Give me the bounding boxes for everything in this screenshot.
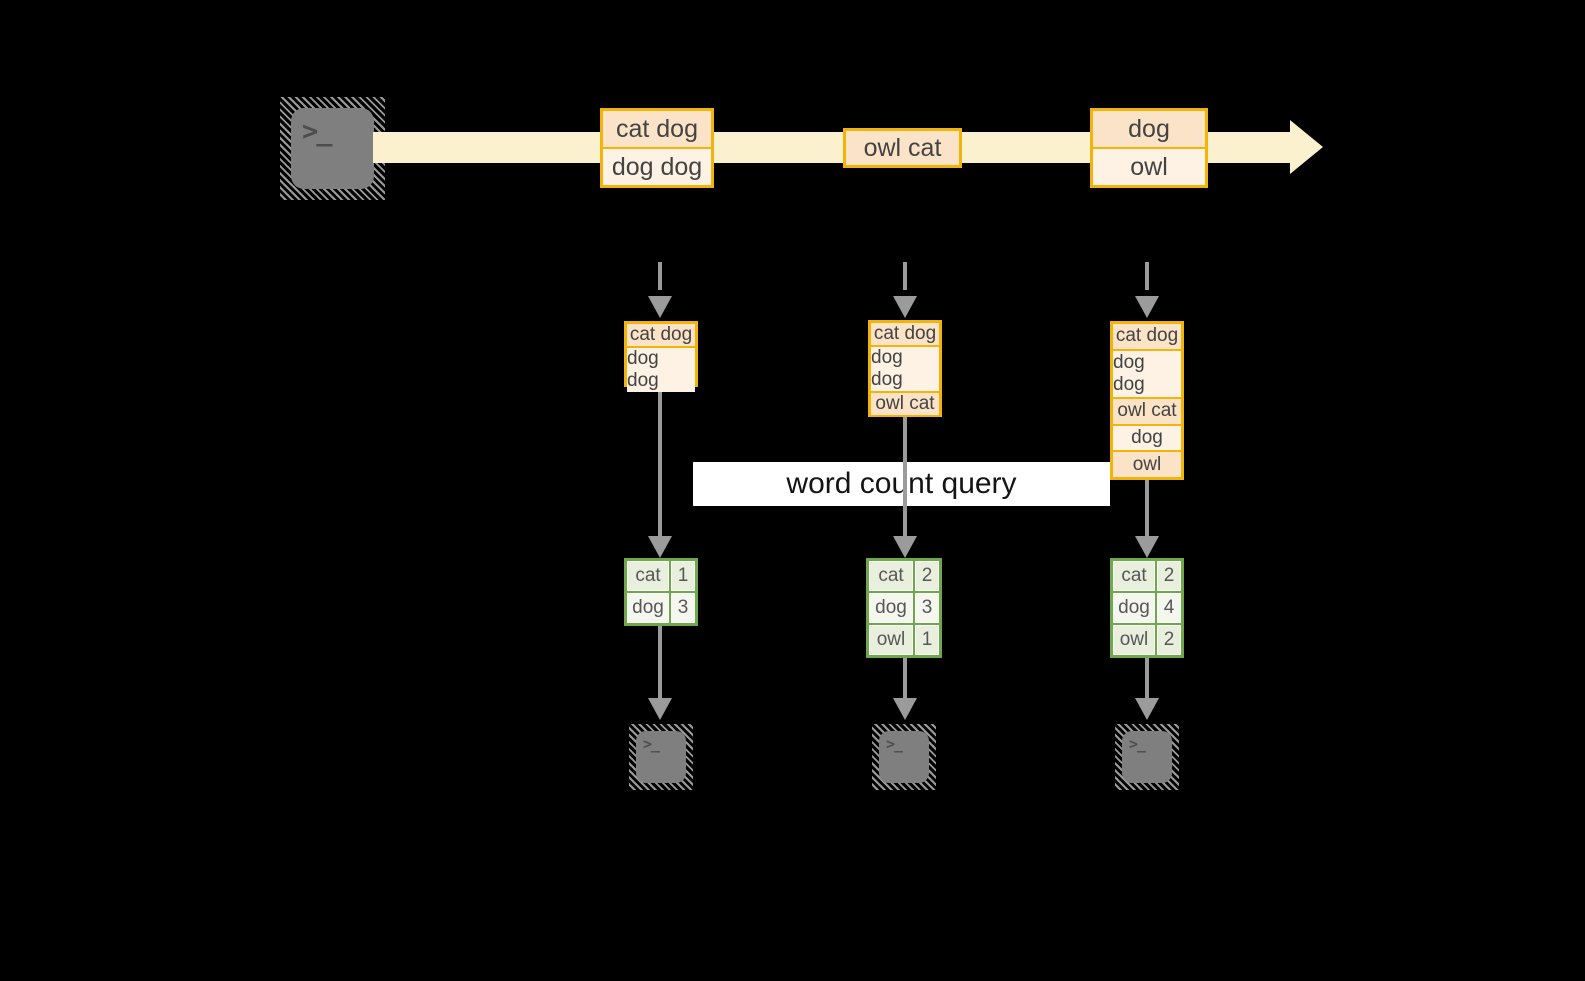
- input-state-3: cat dog dog dog owl cat dog owl: [1110, 321, 1184, 480]
- stream-record: owl: [1093, 149, 1205, 185]
- input-state-2: cat dog dog dog owl cat: [868, 320, 942, 417]
- terminal-prompt-glyph: >_: [886, 735, 903, 753]
- output-arrow-line-3: [1145, 658, 1149, 700]
- count-table-2: cat 2 dog 3 owl 1: [866, 558, 942, 658]
- terminal-prompt-glyph: >_: [1129, 735, 1146, 753]
- count-value: 3: [915, 593, 939, 623]
- count-word: dog: [1113, 593, 1155, 623]
- input-state-1: cat dog dog dog: [624, 321, 698, 392]
- count-value: 1: [671, 561, 695, 591]
- query-label: word count query: [693, 462, 1110, 506]
- state-record: dog dog: [627, 348, 695, 392]
- stream-record: owl cat: [846, 131, 959, 165]
- stream-arrowhead-icon: [1290, 120, 1323, 174]
- output-arrowhead-3-icon: [1135, 698, 1159, 720]
- count-value: 2: [1157, 625, 1181, 655]
- state-record: owl: [1113, 452, 1181, 477]
- count-word: dog: [869, 593, 913, 623]
- count-word: cat: [627, 561, 669, 591]
- trigger-dash-2: [903, 262, 907, 290]
- count-value: 1: [915, 625, 939, 655]
- output-arrowhead-2-icon: [893, 698, 917, 720]
- output-arrow-line-1: [658, 626, 662, 700]
- terminal-prompt-glyph: >_: [643, 735, 660, 753]
- trigger-dash-3: [1145, 262, 1149, 290]
- count-value: 2: [915, 561, 939, 591]
- state-record: cat dog: [871, 323, 939, 345]
- output-arrowhead-1-icon: [648, 698, 672, 720]
- trigger-dash-1: [658, 262, 662, 290]
- trigger-arrowhead-2-icon: [893, 296, 917, 318]
- stream-batch-2: owl cat: [843, 128, 962, 168]
- query-arrow-line-3: [1145, 480, 1149, 538]
- sink-terminal-3-icon: >_: [1115, 724, 1179, 790]
- query-arrowhead-2-icon: [893, 536, 917, 558]
- state-record: cat dog: [627, 324, 695, 346]
- query-arrow-line-2: [903, 417, 907, 538]
- stream-record: dog: [1093, 111, 1205, 147]
- count-table-1: cat 1 dog 3: [624, 558, 698, 626]
- state-record: cat dog: [1113, 324, 1181, 349]
- count-word: cat: [869, 561, 913, 591]
- source-terminal-icon: >_: [280, 97, 385, 200]
- count-value: 4: [1157, 593, 1181, 623]
- state-record: owl cat: [871, 393, 939, 415]
- count-value: 3: [671, 593, 695, 623]
- stream-batch-1: cat dog dog dog: [600, 108, 714, 188]
- count-word: owl: [869, 625, 913, 655]
- sink-terminal-1-icon: >_: [629, 724, 693, 790]
- query-arrowhead-3-icon: [1135, 536, 1159, 558]
- trigger-arrowhead-3-icon: [1135, 296, 1159, 318]
- query-arrowhead-1-icon: [648, 536, 672, 558]
- state-record: owl cat: [1113, 399, 1181, 424]
- count-value: 2: [1157, 561, 1181, 591]
- stream-batch-3: dog owl: [1090, 108, 1208, 188]
- stream-record: cat dog: [603, 111, 711, 147]
- output-arrow-line-2: [903, 658, 907, 700]
- count-word: dog: [627, 593, 669, 623]
- count-word: cat: [1113, 561, 1155, 591]
- state-record: dog dog: [1113, 350, 1181, 398]
- stream-record: dog dog: [603, 149, 711, 185]
- trigger-arrowhead-1-icon: [648, 296, 672, 318]
- sink-terminal-2-icon: >_: [872, 724, 936, 790]
- count-word: owl: [1113, 625, 1155, 655]
- state-record: dog dog: [871, 347, 939, 391]
- count-table-3: cat 2 dog 4 owl 2: [1110, 558, 1184, 658]
- query-arrow-line-1: [658, 387, 662, 538]
- terminal-prompt-glyph: >_: [302, 116, 332, 147]
- state-record: dog: [1113, 425, 1181, 451]
